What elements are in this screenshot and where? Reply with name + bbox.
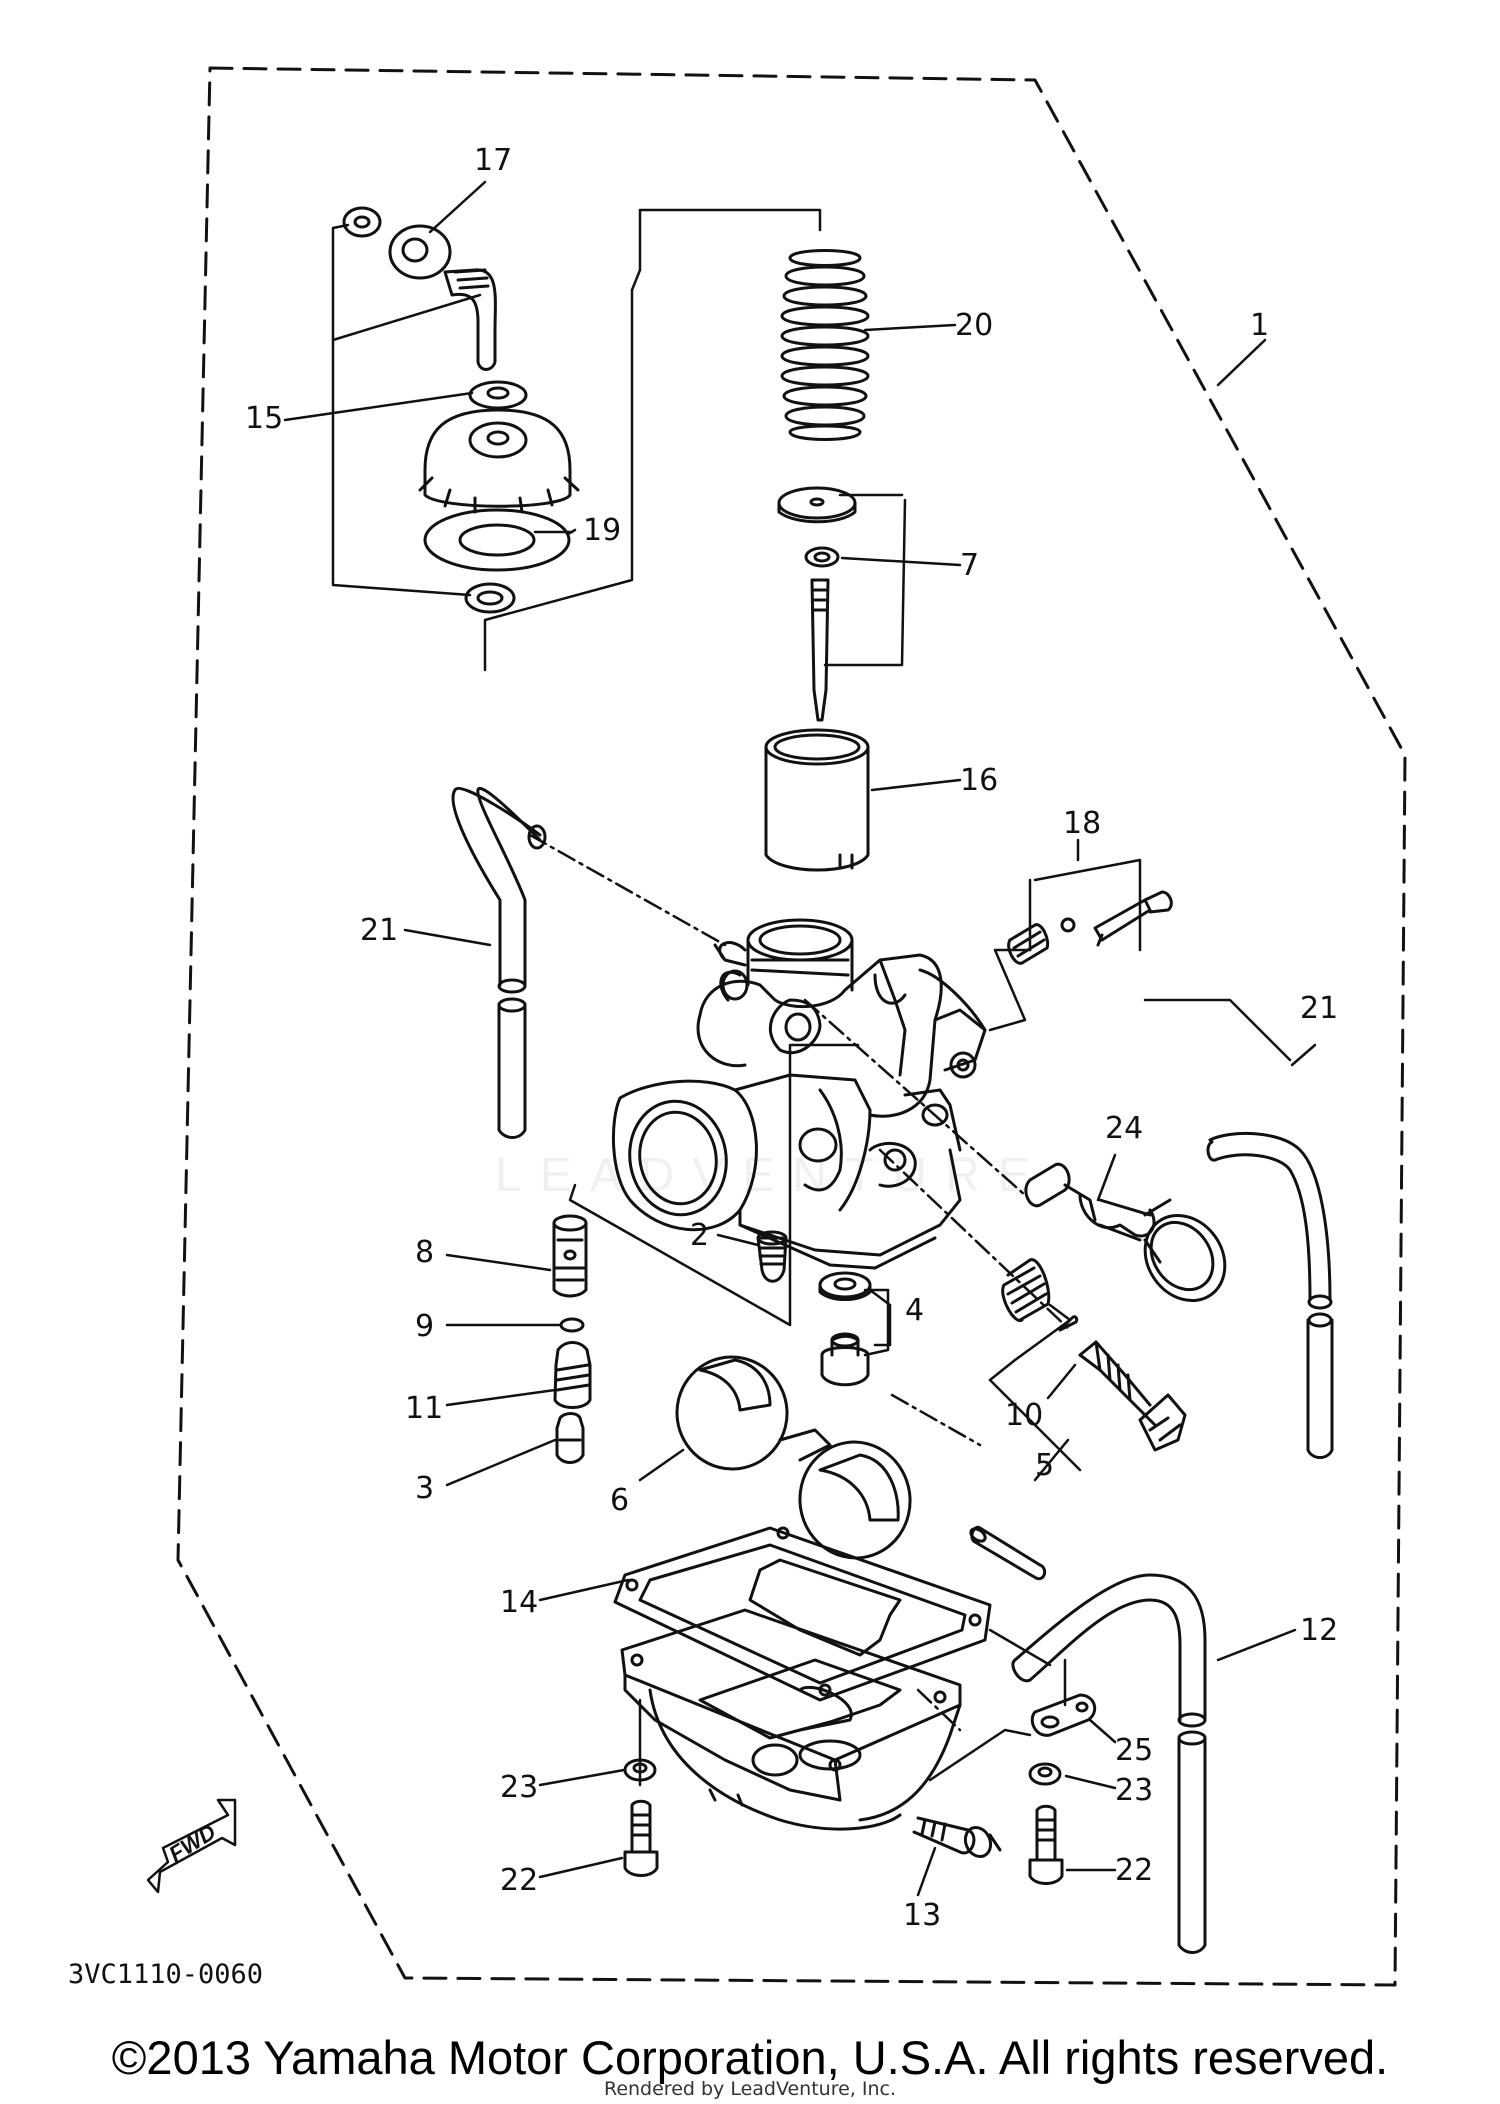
label-part-7: 7 bbox=[960, 548, 979, 583]
jet-needle bbox=[810, 578, 830, 722]
part-11-holder bbox=[553, 1341, 592, 1409]
part-21-hose-left bbox=[451, 786, 547, 1139]
flow-lines bbox=[528, 833, 1072, 1732]
part-3-main-jet bbox=[555, 1412, 585, 1464]
part-19-gasket bbox=[423, 508, 571, 572]
watermark: LEADVENTURE bbox=[495, 1149, 1048, 1202]
label-part-23-right: 23 bbox=[1115, 1773, 1153, 1808]
copyright-text: ©2013 Yamaha Motor Corporation, U.S.A. A… bbox=[111, 2031, 1389, 2084]
label-part-21-right: 21 bbox=[1300, 991, 1338, 1026]
part-17-cap bbox=[342, 206, 497, 371]
assembly-boundary bbox=[176, 66, 1407, 1987]
part-15-washer bbox=[468, 380, 528, 410]
bracket-lines bbox=[331, 208, 1292, 1787]
label-part-17: 17 bbox=[474, 143, 512, 178]
label-part-2: 2 bbox=[690, 1218, 709, 1253]
label-part-13: 13 bbox=[903, 1898, 941, 1933]
label-part-12: 12 bbox=[1300, 1613, 1338, 1648]
label-part-9: 9 bbox=[415, 1309, 434, 1344]
part-18-pilot-screw bbox=[1007, 890, 1173, 965]
part-10-throttle-stop bbox=[1001, 1258, 1187, 1452]
carburetor-top-cap bbox=[418, 408, 580, 514]
float-bowl bbox=[620, 1608, 962, 1831]
label-part-11: 11 bbox=[405, 1391, 443, 1426]
label-part-8: 8 bbox=[415, 1235, 434, 1270]
label-part-10: 10 bbox=[1005, 1398, 1043, 1433]
part-13-drain-screw bbox=[912, 1816, 1002, 1859]
fwd-arrow bbox=[146, 1798, 237, 1894]
label-part-22-right: 22 bbox=[1115, 1853, 1153, 1888]
part-4-jet bbox=[818, 1271, 872, 1387]
part-7-clip bbox=[804, 546, 840, 568]
part-6-float bbox=[675, 1355, 912, 1560]
part-16-throttle-valve bbox=[764, 728, 870, 872]
label-part-25: 25 bbox=[1115, 1733, 1153, 1768]
part-14-gasket bbox=[613, 1526, 992, 1702]
label-part-14: 14 bbox=[500, 1585, 538, 1620]
leader-lines bbox=[283, 180, 1317, 1897]
part-5-pin bbox=[969, 1525, 1047, 1581]
fwd-label: FWD bbox=[164, 1819, 220, 1867]
label-part-19: 19 bbox=[583, 513, 621, 548]
label-part-6: 6 bbox=[610, 1483, 629, 1518]
part-number-labels: 17 15 19 20 1 7 16 18 21 21 24 8 2 4 9 1… bbox=[245, 143, 1338, 1933]
label-part-3: 3 bbox=[415, 1471, 434, 1506]
label-part-4: 4 bbox=[905, 1293, 924, 1328]
needle-seat-plate bbox=[777, 486, 857, 524]
part-23-washers bbox=[623, 1758, 1062, 1786]
label-part-24: 24 bbox=[1105, 1111, 1143, 1146]
label-part-16: 16 bbox=[960, 763, 998, 798]
part-9-o-ring bbox=[559, 1317, 585, 1333]
part-8-needle-jet bbox=[552, 1214, 588, 1298]
label-part-5: 5 bbox=[1035, 1448, 1054, 1483]
part-2-screw bbox=[756, 1230, 788, 1283]
label-part-20: 20 bbox=[955, 308, 993, 343]
part-21-hose-right bbox=[1206, 1132, 1334, 1459]
clip-ring-top-cap bbox=[464, 582, 516, 614]
label-part-23-left: 23 bbox=[500, 1770, 538, 1805]
part-20-spring bbox=[780, 249, 870, 441]
label-part-1: 1 bbox=[1250, 308, 1269, 343]
carburetor-body bbox=[612, 918, 987, 1270]
part-12-hose bbox=[1011, 1573, 1207, 1954]
label-part-18: 18 bbox=[1063, 806, 1101, 841]
label-part-21-left: 21 bbox=[360, 913, 398, 948]
diagram-code: 3VC1110-0060 bbox=[68, 1959, 263, 1990]
label-part-22-left: 22 bbox=[500, 1863, 538, 1898]
label-part-15: 15 bbox=[245, 401, 283, 436]
rendered-by-text: Rendered by LeadVenture, Inc. bbox=[603, 2078, 897, 2100]
part-25-plate bbox=[1030, 1693, 1097, 1737]
part-22-screws bbox=[623, 1799, 1064, 1885]
part-24-starter-plunger bbox=[1024, 1162, 1227, 1303]
